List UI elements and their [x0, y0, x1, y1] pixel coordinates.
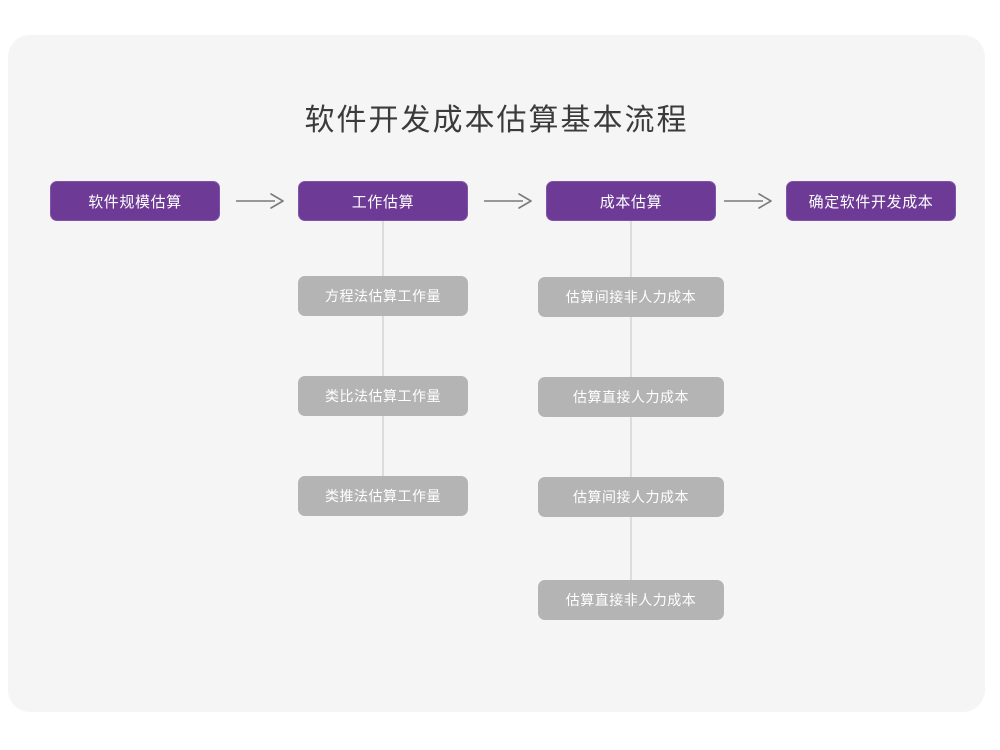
substep-node-label: 估算直接人力成本 [573, 389, 689, 405]
substep-node-label: 估算间接人力成本 [573, 489, 689, 505]
stage-node-4[interactable]: 确定软件开发成本 [786, 181, 956, 221]
flowchart-diagram: 软件开发成本估算基本流程 软件规模估算 工作估算方程法估算工作量类比法估算工作量类… [8, 35, 985, 712]
stage-node-label: 确定软件开发成本 [808, 193, 934, 211]
substep-node-3-3[interactable]: 估算间接人力成本 [538, 477, 724, 517]
substep-node-label: 类比法估算工作量 [325, 388, 441, 404]
stage-node-3[interactable]: 成本估算 [546, 181, 716, 221]
substep-node-3-4[interactable]: 估算直接非人力成本 [538, 580, 724, 620]
arrow-right-icon [484, 189, 532, 213]
substep-node-label: 估算直接非人力成本 [565, 592, 697, 608]
stage-node-2[interactable]: 工作估算 [298, 181, 468, 221]
stage-node-label: 工作估算 [351, 193, 415, 211]
substep-node-label: 类推法估算工作量 [325, 488, 441, 504]
substep-node-label: 估算间接非人力成本 [565, 289, 697, 305]
page-title: 软件开发成本估算基本流程 [304, 104, 689, 137]
substep-node-3-2[interactable]: 估算直接人力成本 [538, 377, 724, 417]
substep-node-label: 方程法估算工作量 [325, 288, 441, 304]
substep-node-3-1[interactable]: 估算间接非人力成本 [538, 277, 724, 317]
stage-node-label: 软件规模估算 [88, 193, 182, 211]
stage-node-label: 成本估算 [599, 193, 663, 211]
diagram-card: 软件开发成本估算基本流程 软件规模估算 工作估算方程法估算工作量类比法估算工作量类… [8, 35, 985, 712]
substep-node-2-3[interactable]: 类推法估算工作量 [298, 476, 468, 516]
connector-stage-2 [382, 221, 384, 496]
substep-node-2-1[interactable]: 方程法估算工作量 [298, 276, 468, 316]
arrow-right-icon [236, 189, 284, 213]
stage-node-1[interactable]: 软件规模估算 [50, 181, 220, 221]
substep-node-2-2[interactable]: 类比法估算工作量 [298, 376, 468, 416]
arrow-right-icon [724, 189, 772, 213]
